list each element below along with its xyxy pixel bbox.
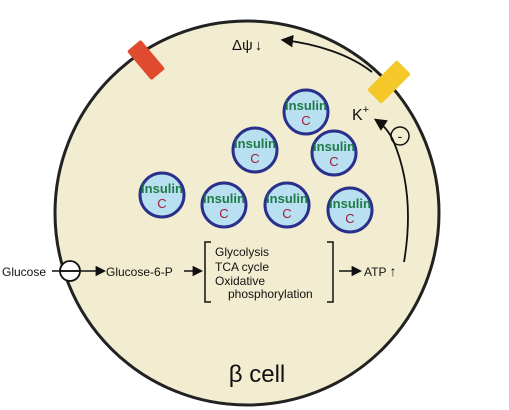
steps-bracket-right	[327, 241, 334, 303]
step-phosphorylation: phosphorylation	[228, 287, 313, 301]
granule-membrane	[282, 88, 330, 136]
granule-insulin-label: insulin	[141, 181, 183, 196]
k-ion-label: K+	[352, 104, 369, 124]
cell-label: β cell	[229, 361, 285, 388]
granule-membrane	[326, 186, 374, 234]
granule-membrane	[200, 181, 248, 229]
step-tca: TCA cycle	[215, 260, 269, 274]
granule-c-peptide-label: C	[301, 113, 310, 128]
granule-insulin-label: insulin	[313, 139, 355, 154]
granule-insulin-label: insulin	[266, 191, 308, 206]
step-glycolysis: Glycolysis	[215, 245, 269, 259]
granule-insulin-label: insulin	[329, 196, 371, 211]
granule-c-peptide-label: C	[157, 196, 166, 211]
step-oxidative: Oxidative	[215, 274, 265, 288]
atp-label: ATP↑	[364, 263, 396, 279]
inhibition-symbol: -	[398, 128, 403, 144]
granule-insulin-label: insulin	[234, 136, 276, 151]
membrane-potential-label: Δψ↓	[232, 37, 262, 54]
granule-membrane	[231, 126, 279, 174]
inhibition-circle	[390, 126, 410, 146]
k-atp-channel	[367, 60, 411, 104]
granule-insulin-label: insulin	[285, 98, 327, 113]
granule-membrane	[263, 181, 311, 229]
granule-membrane	[310, 129, 358, 177]
glucose-label: Glucose	[2, 265, 46, 279]
granule-c-peptide-label: C	[250, 151, 259, 166]
k-to-potential-arrow	[280, 34, 373, 73]
glucose-6-p-label: Glucose-6-P	[106, 265, 173, 279]
granule-membrane	[138, 171, 186, 219]
granule-insulin-label: insulin	[203, 191, 245, 206]
cell-membrane	[53, 19, 441, 407]
atp-to-k-arrow	[373, 118, 409, 263]
other-ion-channel	[127, 40, 165, 80]
granule-c-peptide-label: C	[219, 206, 228, 221]
granule-c-peptide-label: C	[282, 206, 291, 221]
granule-c-peptide-label: C	[329, 154, 338, 169]
steps-bracket-left	[204, 241, 211, 303]
granule-c-peptide-label: C	[345, 211, 354, 226]
